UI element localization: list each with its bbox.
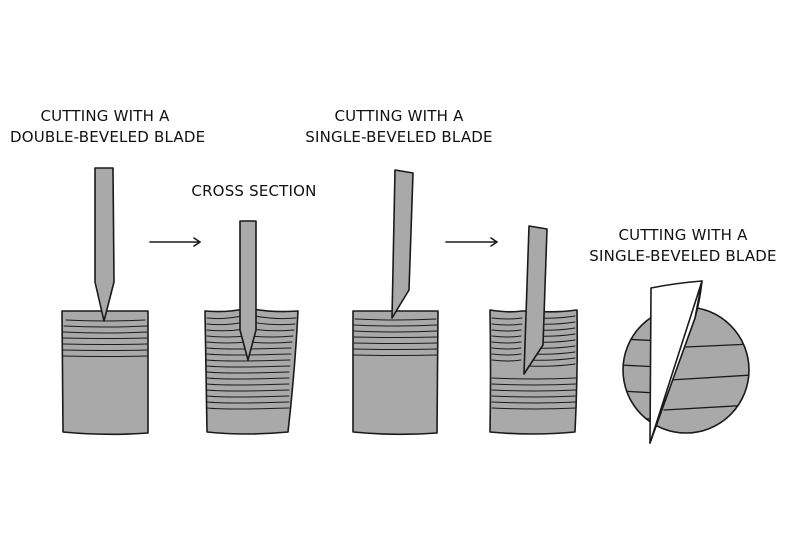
single-beveled-blade <box>523 225 548 375</box>
zoom-blade-bevel <box>649 280 703 444</box>
panel-cross-section-double <box>204 220 299 435</box>
food-block <box>352 310 439 436</box>
panel-cross-section-single <box>489 225 579 435</box>
single-beveled-zoom-title: CUTTING WITH A SINGLE-BEVELED BLADE <box>578 225 788 267</box>
panel-single-beveled-cut <box>352 169 439 436</box>
double-beveled-title-line1: CUTTING WITH A <box>40 107 170 125</box>
arrow-right-icon <box>149 237 201 247</box>
single-beveled-title-line1: CUTTING WITH A <box>334 107 464 125</box>
double-beveled-title-line2: DOUBLE-BEVELED BLADE <box>10 128 206 146</box>
double-beveled-blade <box>239 220 257 361</box>
food-block <box>61 310 149 436</box>
food-layers <box>206 314 297 410</box>
cross-section-title-text: CROSS SECTION <box>191 182 317 200</box>
single-beveled-blade <box>391 169 414 319</box>
single-beveled-title-line2: SINGLE-BEVELED BLADE <box>305 128 493 146</box>
single-beveled-title: CUTTING WITH A SINGLE-BEVELED BLADE <box>304 106 494 148</box>
panel-zoom-single-beveled <box>622 280 750 444</box>
single-beveled-zoom-title-line2: SINGLE-BEVELED BLADE <box>589 247 777 265</box>
cross-section-title: CROSS SECTION <box>174 181 334 202</box>
food-layers <box>353 318 438 356</box>
panel-double-beveled-cut <box>61 167 149 436</box>
double-beveled-title: CUTTING WITH A DOUBLE-BEVELED BLADE <box>10 106 206 148</box>
single-beveled-zoom-title-line1: CUTTING WITH A <box>618 226 748 244</box>
arrow-right-icon <box>445 237 498 247</box>
double-beveled-blade <box>94 167 115 322</box>
food-layers <box>62 319 148 357</box>
